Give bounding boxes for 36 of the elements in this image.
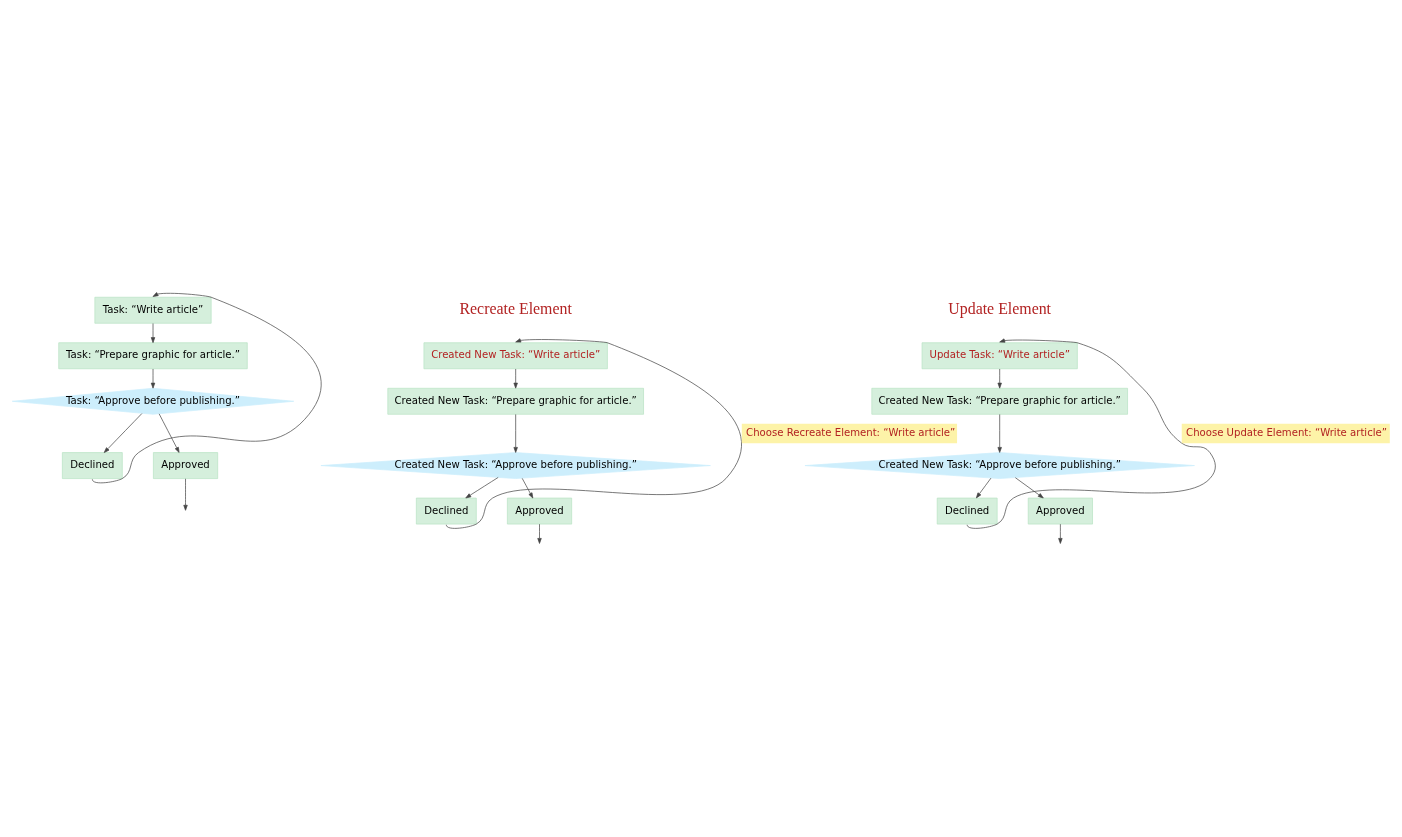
arrow <box>150 368 156 389</box>
node-box: Declined <box>62 452 123 479</box>
arrow <box>513 414 518 453</box>
node-box: Created New Task: “Prepare graphic for article.” <box>871 387 1128 415</box>
arrow <box>997 368 1002 389</box>
node-box: Declined <box>415 497 477 525</box>
arrow <box>150 323 156 343</box>
label: Recreate Element <box>459 300 572 318</box>
node-box: Declined <box>936 497 998 525</box>
edge-label: Choose Recreate Element: “Write article” <box>746 427 956 439</box>
arrow <box>1014 477 1044 499</box>
arrow <box>1058 523 1063 544</box>
arrow <box>465 477 499 499</box>
node-box: Approved <box>153 452 219 479</box>
edge-label: Choose Update Element: “Write article” <box>1186 427 1388 439</box>
node-diamond: Task: “Approve before publishing.” <box>11 387 295 415</box>
node-box: Task: “Prepare graphic for article.” <box>58 342 248 370</box>
arrow <box>445 338 742 529</box>
arrow <box>537 523 542 544</box>
node-box: Approved <box>1027 497 1093 525</box>
arrow <box>966 338 1216 529</box>
node-box: Created New Task: “Prepare graphic for article.” <box>387 387 644 415</box>
arrow <box>103 413 143 453</box>
arrow <box>158 413 180 453</box>
node-box: Task: “Write article” <box>94 296 212 324</box>
node-diamond: Created New Task: “Approve before publishing.” <box>320 452 711 479</box>
node-box: Update Task: “Write article” <box>921 342 1078 370</box>
node-box: Created New Task: “Write article” <box>423 342 608 370</box>
node-diamond: Created New Task: “Approve before publishing.” <box>804 452 1195 479</box>
node-box: Approved <box>507 497 572 525</box>
arrow <box>521 477 534 499</box>
arrow <box>183 478 188 511</box>
arrow <box>513 368 518 389</box>
arrow <box>997 414 1002 453</box>
label: Update Element <box>948 300 1052 318</box>
arrow <box>976 477 992 499</box>
